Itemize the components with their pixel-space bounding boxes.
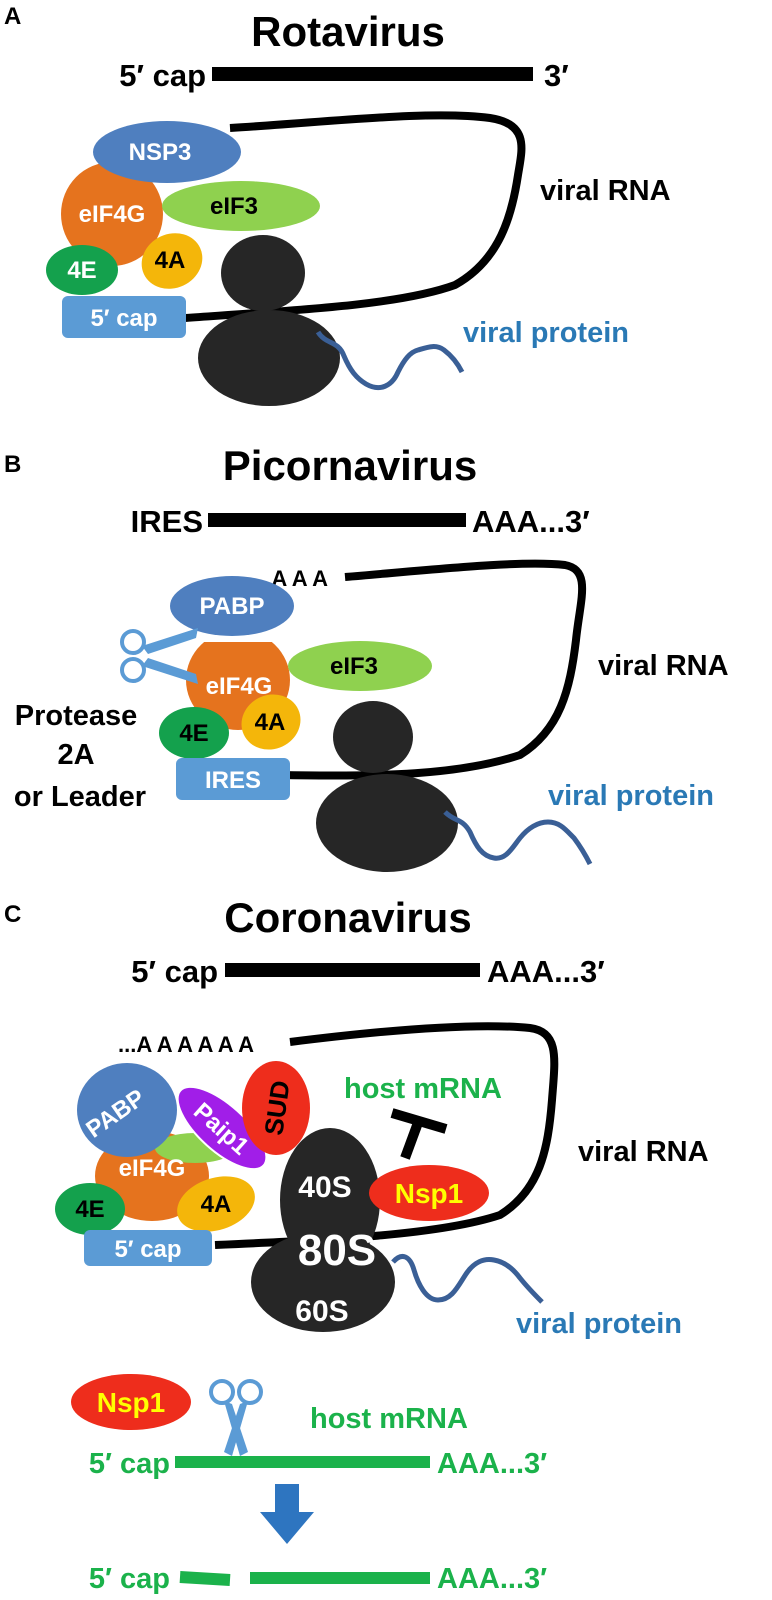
panel-b-pabp-label: PABP xyxy=(200,593,265,620)
panel-c-60s-label: 60S xyxy=(295,1295,348,1328)
panel-c-paip1-blob xyxy=(176,1085,268,1171)
panel-a: A Rotavirus 5′ cap 3′ viral protein vira… xyxy=(4,3,671,406)
panel-c-eif4e-label: 4E xyxy=(75,1196,104,1223)
panel-a-eif3-label: eIF3 xyxy=(210,193,258,220)
panel-a-viral-rna-loop xyxy=(184,111,526,322)
cleavage-bottom-3-label: AAA...3′ xyxy=(437,1563,547,1595)
cleavage-nsp1-label: Nsp1 xyxy=(97,1387,165,1418)
panel-c-eif4a-label: 4A xyxy=(201,1191,232,1218)
panel-b-protease-line-2: 2A xyxy=(57,739,94,771)
panel-b-protease-line-1: Protease xyxy=(15,700,138,732)
panel-c-rna-5-label: 5′ cap xyxy=(131,954,218,989)
panel-c-viral-protein-chain xyxy=(391,1253,544,1304)
panel-c: C Coronavirus 5′ cap AAA...3′ ...A A A A… xyxy=(4,894,709,1595)
panel-a-eif3-blob xyxy=(162,181,320,231)
panel-a-anchor-label: 5′ cap xyxy=(90,305,157,332)
panel-b-letter: B xyxy=(4,451,21,478)
panel-b-eif4g-label: eIF4G xyxy=(206,673,273,700)
panel-a-large-subunit xyxy=(198,310,340,406)
panel-c-40s-subunit xyxy=(280,1128,380,1272)
panel-b: B Picornavirus IRES AAA...3′ ...A A A vi… xyxy=(4,442,729,872)
panel-b-viral-protein-label: viral protein xyxy=(548,780,714,812)
panel-b-protease-line-3: or Leader xyxy=(14,781,146,813)
panel-a-title: Rotavirus xyxy=(251,8,445,55)
panel-b-viral-protein-chain xyxy=(443,810,593,866)
panel-b-title: Picornavirus xyxy=(223,442,477,489)
cleavage-bottom-5-label: 5′ cap xyxy=(89,1563,170,1595)
panel-b-eif4e-blob xyxy=(159,707,229,759)
panel-a-eif4a-label: 4A xyxy=(155,247,186,274)
panel-c-sud-blob xyxy=(242,1061,310,1155)
panel-b-rna-3-label: AAA...3′ xyxy=(472,504,590,539)
panel-a-anchor-box xyxy=(62,296,186,338)
panel-a-rna-3-label: 3′ xyxy=(544,58,569,93)
panel-c-letter: C xyxy=(4,901,21,928)
panel-a-rna-5-label: 5′ cap xyxy=(119,58,206,93)
panel-b-scissors-icon xyxy=(120,628,198,684)
panel-b-anchor-label: IRES xyxy=(205,767,261,794)
panel-b-eif3-blob xyxy=(288,641,432,691)
panel-c-host-mrna-label: host mRNA xyxy=(344,1073,502,1105)
panel-c-poly-a: ...A A A A A A xyxy=(118,1032,254,1057)
panel-c-rna-3-label: AAA...3′ xyxy=(487,954,605,989)
panel-b-pabp-blob xyxy=(170,576,294,636)
panel-b-eif4e-label: 4E xyxy=(179,720,208,747)
panel-a-eif4g-blob xyxy=(61,162,163,266)
panel-a-viral-protein-label: viral protein xyxy=(463,317,629,349)
panel-a-letter: A xyxy=(4,3,21,30)
cleavage-nsp1-blob xyxy=(71,1374,191,1430)
panel-c-eif4a-blob xyxy=(177,1176,255,1232)
panel-b-viral-rna-label: viral RNA xyxy=(598,650,729,682)
panel-a-eif4g-label: eIF4G xyxy=(79,201,146,228)
panel-c-inhibition-symbol xyxy=(390,1108,448,1160)
panel-c-eif4e-blob xyxy=(55,1183,125,1235)
panel-b-small-subunit xyxy=(333,701,413,773)
cleavage-top-3-label: AAA...3′ xyxy=(437,1448,547,1480)
panel-c-cleavage-diagram: Nsp1 host mRNA 5′ cap AAA...3′ 5′ cap AA… xyxy=(71,1374,547,1595)
cleavage-scissors-icon xyxy=(209,1379,263,1456)
panel-c-title: Coronavirus xyxy=(224,894,471,941)
panel-c-viral-protein-label: viral protein xyxy=(516,1308,682,1340)
panel-b-viral-rna-loop xyxy=(279,559,587,780)
panel-c-nsp1-label: Nsp1 xyxy=(395,1178,463,1209)
panel-b-eif3-label: eIF3 xyxy=(330,653,378,680)
panel-b-large-subunit xyxy=(316,774,458,872)
panel-a-viral-protein-chain xyxy=(315,330,465,390)
panel-c-nsp1-blob xyxy=(369,1165,489,1221)
panel-b-rna-5-label: IRES xyxy=(131,504,203,539)
panel-c-viral-rna-loop xyxy=(214,1022,559,1249)
panel-a-small-subunit xyxy=(221,235,305,311)
panel-a-eif4e-blob xyxy=(46,245,118,295)
panel-b-anchor-box xyxy=(176,758,290,800)
panel-c-80s-label: 80S xyxy=(298,1226,376,1275)
panel-c-pabp-blob xyxy=(77,1063,177,1157)
panel-a-nsp3-label: NSP3 xyxy=(129,139,192,166)
panel-c-viral-rna-label: viral RNA xyxy=(578,1136,709,1168)
panel-c-40s-label: 40S xyxy=(298,1171,351,1204)
panel-c-anchor-box xyxy=(84,1230,212,1266)
cleavage-top-5-label: 5′ cap xyxy=(89,1448,170,1480)
cleavage-5-fragment xyxy=(179,1571,231,1586)
panel-b-eif4a-label: 4A xyxy=(255,709,286,736)
panel-a-eif4a-blob xyxy=(141,233,203,289)
cleavage-host-mrna-label: host mRNA xyxy=(310,1403,468,1435)
panel-c-eif4g-label: eIF4G xyxy=(119,1155,186,1182)
panel-a-nsp3-blob xyxy=(93,121,241,183)
cleavage-down-arrow xyxy=(260,1484,314,1544)
panel-a-viral-rna-label: viral RNA xyxy=(540,175,671,207)
panel-a-eif4e-label: 4E xyxy=(67,257,96,284)
panel-b-eif4a-blob xyxy=(241,694,301,750)
panel-c-anchor-label: 5′ cap xyxy=(114,1236,181,1263)
